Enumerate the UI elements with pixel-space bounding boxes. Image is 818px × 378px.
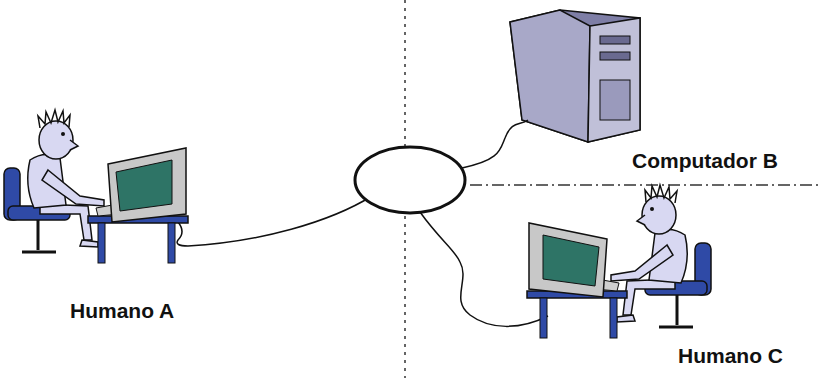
network-cable <box>462 120 528 168</box>
network-cable <box>177 196 372 246</box>
figure-label: Humano A <box>70 300 174 321</box>
human-figure <box>527 185 711 338</box>
network-hub <box>355 147 465 213</box>
figure-label: Computador B <box>632 150 778 171</box>
figure-label: Humano C <box>678 345 783 366</box>
computer-tower <box>510 10 640 142</box>
divider-line <box>470 184 818 186</box>
human-figure <box>4 110 188 263</box>
